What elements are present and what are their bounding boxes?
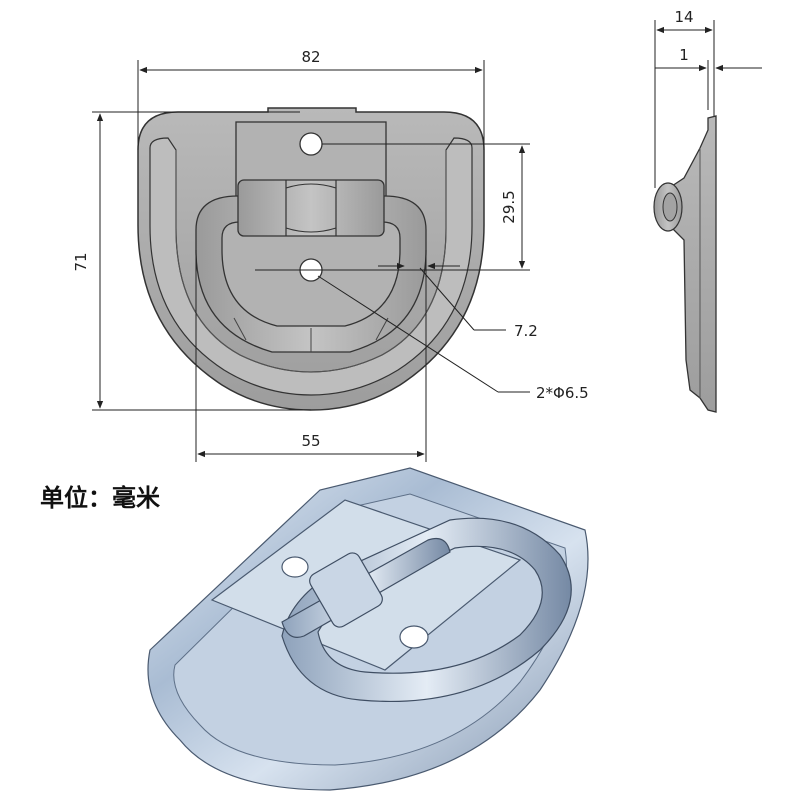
dim-plate-thickness: 1	[679, 46, 689, 64]
unit-label: 单位：毫米	[40, 484, 160, 512]
photo-hole-2	[399, 625, 429, 649]
dim-hole-callout: 2*Φ6.5	[536, 384, 589, 402]
dim-overall-height: 71	[72, 252, 90, 271]
hinge-barrel	[237, 179, 385, 237]
dim-ring-offset: 7.2	[514, 322, 538, 340]
dim-hole-spacing: 29.5	[500, 190, 518, 223]
dim-overall-width: 82	[301, 48, 320, 66]
side-view	[653, 115, 717, 413]
photo-hole-1	[281, 556, 309, 578]
dim-side-height: 14	[674, 8, 693, 26]
front-dimensions	[92, 60, 530, 462]
front-view	[137, 107, 485, 411]
side-dimensions	[654, 20, 762, 188]
dim-base-width: 55	[301, 432, 320, 450]
mounting-hole-top	[299, 132, 323, 156]
side-profile	[661, 115, 717, 413]
photo-hinge-barrel	[281, 537, 451, 638]
product-photo	[147, 467, 589, 791]
